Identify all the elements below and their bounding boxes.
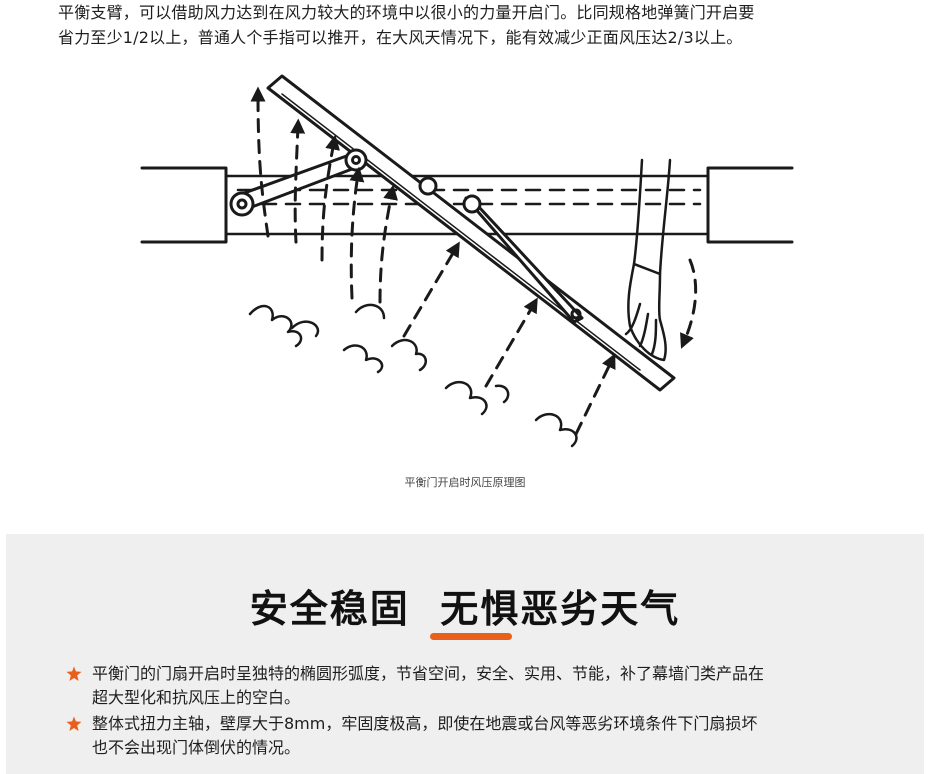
feature-item-line-1: 整体式扭力主轴，壁厚大于8mm，牢固度极高，即使在地震或台风等恶劣环境条件下门扇…	[92, 714, 758, 733]
push-direction-arrow	[680, 258, 698, 349]
wind-puffs	[248, 303, 578, 448]
feature-item-torsion-shaft: 整体式扭力主轴，壁厚大于8mm，牢固度极高，即使在地震或台风等恶劣环境条件下门扇…	[66, 712, 896, 760]
heading-accent-bar	[430, 633, 512, 640]
intro-line-2: 省力至少1/2以上，普通人个手指可以推开，在大风天情况下，能有效减少正面风压达2…	[58, 28, 743, 47]
left-wall-frame	[140, 166, 228, 244]
feature-list: 平衡门的门扇开启时呈独特的椭圆形弧度，节省空间，安全、实用、节能，补了幕墙门类产…	[66, 662, 896, 762]
star-icon	[66, 716, 82, 731]
balance-arm	[229, 148, 584, 324]
feature-item-line-2: 也不会出现门体倒伏的情况。	[92, 738, 301, 757]
hand-icon	[624, 158, 672, 362]
right-wall-frame	[706, 166, 794, 244]
safety-section: 安全稳固 无惧恶劣天气 平衡门的门扇开启时呈独特的椭圆形弧度，节省空间，安全、实…	[6, 534, 924, 774]
diagram-caption: 平衡门开启时风压原理图	[404, 476, 526, 489]
wind-arrows-upward	[250, 86, 398, 304]
wind-pressure-diagram	[0, 64, 930, 474]
star-icon	[66, 666, 82, 681]
feature-item-line-2: 超大型化和抗风压上的空白。	[92, 688, 301, 707]
feature-item-ellipse-arc: 平衡门的门扇开启时呈独特的椭圆形弧度，节省空间，安全、实用、节能，补了幕墙门类产…	[66, 662, 896, 710]
wind-arrows-to-leaf	[402, 241, 616, 436]
feature-item-line-1: 平衡门的门扇开启时呈独特的椭圆形弧度，节省空间，安全、实用、节能，补了幕墙门类产…	[92, 664, 765, 683]
intro-paragraph: 平衡支臂，可以借助风力达到在风力较大的环境中以很小的力量开启门。比同规格地弹簧门…	[58, 0, 878, 50]
intro-line-1: 平衡支臂，可以借助风力达到在风力较大的环境中以很小的力量开启门。比同规格地弹簧门…	[58, 3, 755, 22]
section-heading: 安全稳固 无惧恶劣天气	[249, 587, 681, 631]
